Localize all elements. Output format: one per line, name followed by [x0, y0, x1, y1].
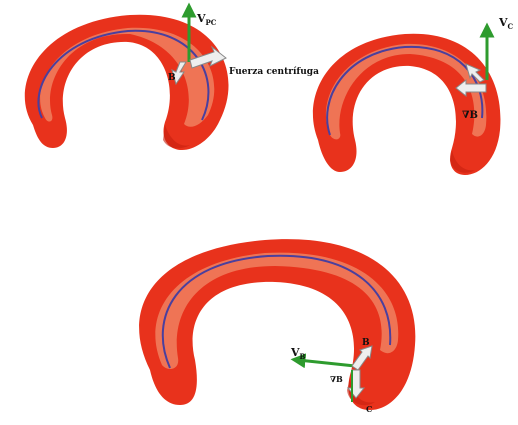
v-pc-label: VPC [196, 12, 217, 27]
grad-b-label-bottom: ∇B [330, 374, 343, 384]
torus-bottom [139, 239, 415, 410]
v-b-arrow [298, 360, 355, 366]
grad-b-label-top-right: ∇B [462, 110, 478, 121]
torus-top-right [313, 34, 501, 175]
v-b-label: VB [290, 346, 306, 361]
b-label-top-left: B [168, 73, 176, 83]
centrifugal-force-label: Fuerza centrífuga [229, 66, 319, 77]
b-label-bottom: B [362, 338, 370, 348]
c-label-bottom: C [366, 404, 372, 414]
torus-top-left [25, 15, 229, 150]
v-c-label: VC [498, 16, 514, 31]
